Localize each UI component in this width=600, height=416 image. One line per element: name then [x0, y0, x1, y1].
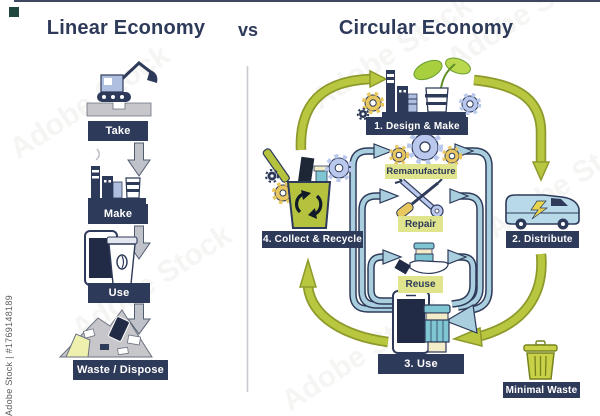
stage-label-use: 3. Use — [378, 354, 464, 374]
eco-factory-icon — [356, 57, 482, 121]
electric-van-icon — [505, 194, 580, 230]
loop-label-reuse: Reuse — [398, 276, 443, 293]
minimal-waste-label: Minimal Waste — [503, 382, 580, 398]
svg-text:Adobe Stock: Adobe Stock — [4, 38, 176, 166]
repair-tools-icon — [394, 174, 444, 219]
step-label-make: Make — [88, 204, 148, 224]
gears-icon — [388, 129, 463, 167]
step-label-waste-dispose: Waste / Dispose — [73, 360, 168, 380]
waste-pile-icon — [58, 309, 153, 358]
circular-economy-title: Circular Economy — [338, 17, 514, 39]
inner-loop-arrows — [349, 143, 493, 334]
recycle-bin-icon — [262, 148, 353, 229]
down-arrow-3 — [127, 303, 151, 335]
down-arrow-1 — [127, 142, 151, 177]
stage-label-design-make: 1. Design & Make — [366, 117, 468, 135]
versus-label: vs — [237, 20, 259, 40]
use-phone-cup-icon — [392, 290, 451, 354]
watermark-corner-mark — [9, 7, 19, 17]
stage-label-collect-recycle: 4. Collect & Recycle — [262, 231, 363, 248]
linear-economy-title: Linear Economy — [46, 17, 206, 39]
top-border — [14, 0, 600, 2]
loop-label-remanufacture: Remanufacture — [385, 164, 457, 179]
loop-label-repair: Repair — [398, 216, 443, 232]
hand-cup-icon — [394, 242, 449, 275]
step-label-use: Use — [88, 283, 150, 303]
outer-cycle-arrows — [295, 69, 551, 348]
excavator-icon — [86, 61, 158, 117]
factory-icon — [88, 148, 146, 204]
smartphone-coffee-icon — [84, 230, 138, 286]
stage-label-distribute: 2. Distribute — [506, 231, 579, 248]
step-label-take: Take — [88, 121, 148, 141]
small-trash-bin-icon — [523, 340, 558, 380]
watermark-id-text: Adobe Stock | #1769148189 — [4, 295, 14, 416]
